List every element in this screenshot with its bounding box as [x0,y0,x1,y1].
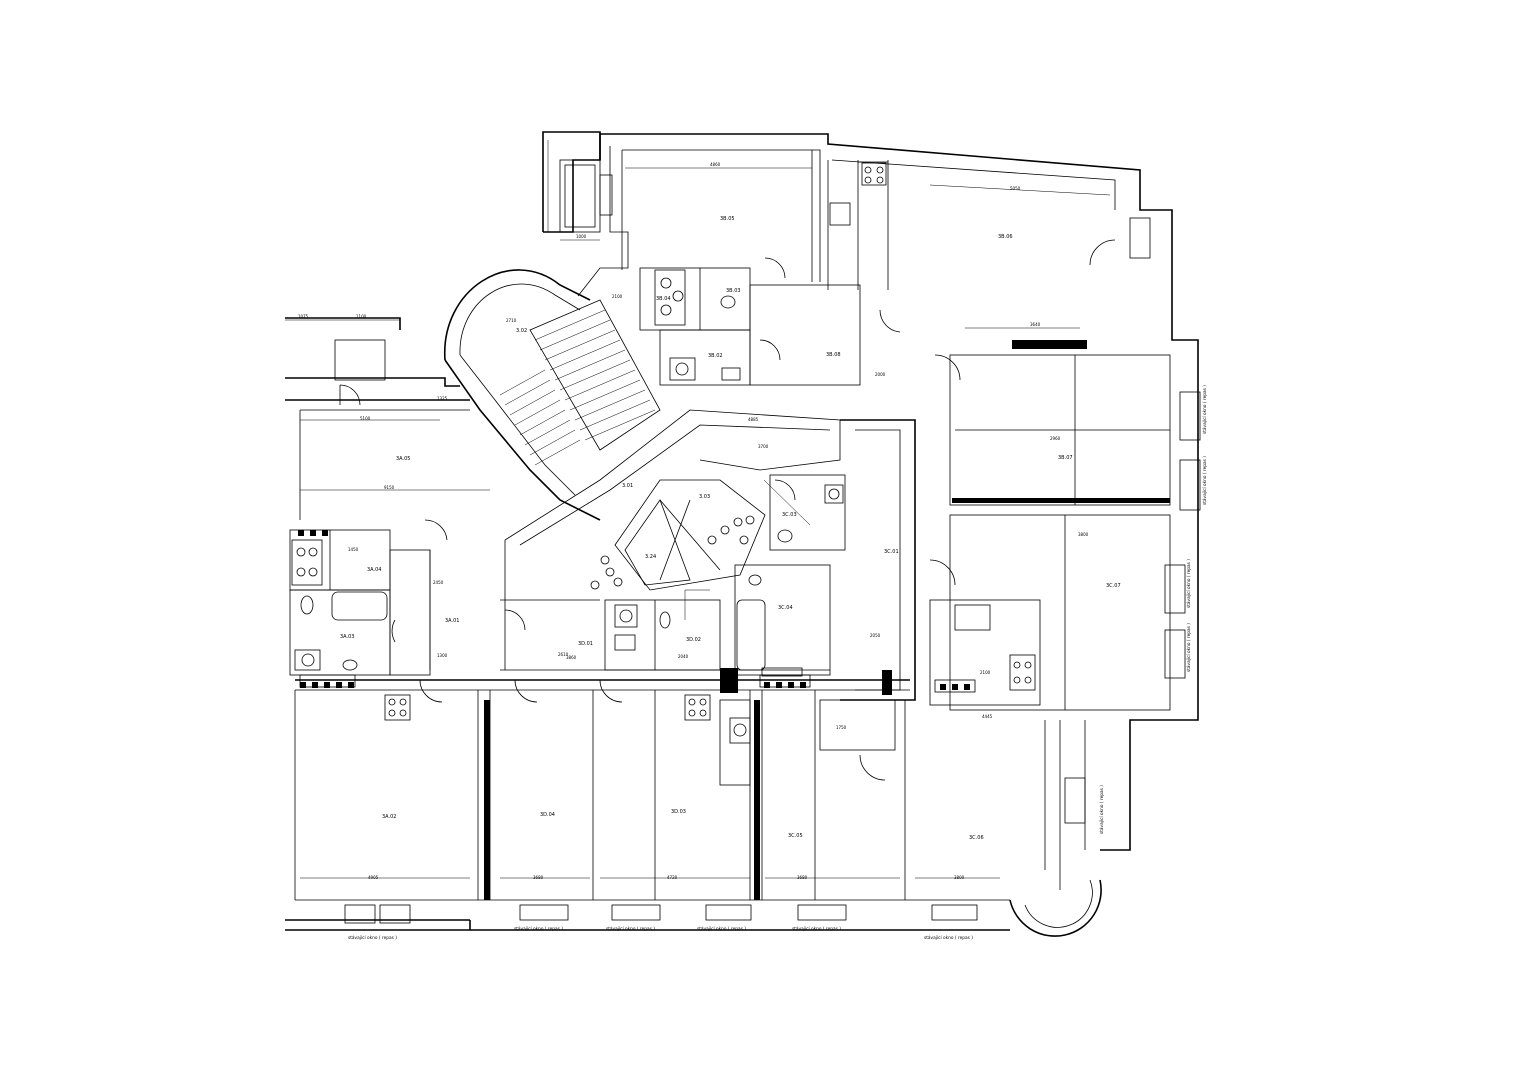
window-note: stávající okno ( repas ) [924,934,973,941]
room-label: 3C.07 [1106,583,1121,589]
dimension-label: 4885 [748,417,759,422]
doors [339,239,1116,781]
room-label: 3C.06 [969,835,984,841]
room-label: 3C.01 [884,549,899,555]
window-note: stávající okno ( repas ) [792,925,841,932]
dimension-label: 1750 [836,725,847,730]
window-note: stávající okno ( repas ) [1185,559,1192,608]
room-label: 3D.02 [686,637,701,643]
dimension-label: 1100 [356,314,367,319]
window-note: stávající okno ( repas ) [1201,385,1208,434]
dimension-label: 4905 [368,875,379,880]
dimension-label: 2100 [980,670,991,675]
room-label: 3D.01 [578,641,593,647]
windows [334,174,1201,937]
room-label: 3D.04 [540,812,555,818]
room-labels: 3A.05 3A.04 3A.03 3A.01 3A.02 3B.05 3B.0… [340,216,1121,841]
room-label: 3B.08 [826,352,841,358]
window-notes: stávající okno ( repas ) stávající okno … [348,385,1208,941]
dimension-label: 3800 [1078,532,1089,537]
piers [298,530,970,690]
room-label: 3A.01 [445,618,459,624]
room-label: 3C.04 [778,605,793,611]
room-label: 3B.04 [656,296,671,302]
dimension-lines [285,140,1111,879]
dimension-label: 1450 [348,547,359,552]
dimension-label: 3680 [797,875,808,880]
hatched-walls [484,340,1170,900]
dimension-label: 5050 [1010,186,1021,191]
room-label: 3B.06 [998,234,1013,240]
dimension-label: 3640 [1030,322,1041,327]
room-label: 3.24 [645,554,656,560]
dimension-label: 5100 [360,416,371,421]
room-label: 3A.02 [382,814,396,820]
dimension-label: 2040 [678,654,689,659]
room-label: 3B.07 [1058,455,1073,461]
stair-tower [444,269,661,521]
window-note: stávající okno ( repas ) [1185,623,1192,672]
fixtures [294,202,851,744]
room-label: 3.02 [516,328,527,334]
dimension-labels: 1075 1100 1000 4860 5050 3640 5100 9150 … [298,162,1089,880]
dimension-label: 1325 [437,396,448,401]
dimension-label: 2050 [870,633,881,638]
dimension-label: 3860 [566,655,577,660]
room-label: 3B.05 [720,216,735,222]
room-label: 3.01 [622,483,633,489]
dimension-label: 1000 [576,234,587,239]
dimension-label: 2100 [612,294,623,299]
window-note: stávající okno ( repas ) [606,925,655,932]
window-note: stávající okno ( repas ) [514,925,563,932]
room-label: 3B.03 [726,288,741,294]
dimension-label: 3700 [758,444,769,449]
dimension-label: 2000 [875,372,886,377]
room-label: 3D.03 [671,809,686,815]
dimension-label: 2450 [433,580,444,585]
dimension-label: 4720 [667,875,678,880]
room-label: 3B.02 [708,353,723,359]
room-label: 3C.05 [788,833,803,839]
planters [590,515,755,590]
window-note: stávající okno ( repas ) [697,925,746,932]
room-label: 3.03 [699,494,710,500]
room-label: 3A.03 [340,634,354,640]
dimension-label: 9150 [384,485,395,490]
partitions [289,267,1171,900]
kitchen-hobs [291,162,1036,721]
room-label: 3A.04 [367,567,381,573]
dimension-label: 2960 [1050,436,1061,441]
dimension-label: 1300 [437,653,448,658]
room-label: 3A.05 [396,456,410,462]
dimension-label: 2710 [506,318,517,323]
dimension-label: 1075 [298,314,309,319]
dimension-label: 2610 [558,652,569,657]
window-note: stávající okno ( repas ) [348,934,397,941]
stair-treads [499,309,656,466]
room-label: 3C.03 [782,512,797,518]
dimension-label: 3800 [954,875,965,880]
dimension-label: 4445 [982,714,993,719]
dimension-label: 4860 [710,162,721,167]
window-note: stávající okno ( repas ) [1201,456,1208,505]
window-note: stávající okno ( repas ) [1098,785,1105,834]
building-outline [285,131,1199,931]
dimension-label: 3680 [533,875,544,880]
